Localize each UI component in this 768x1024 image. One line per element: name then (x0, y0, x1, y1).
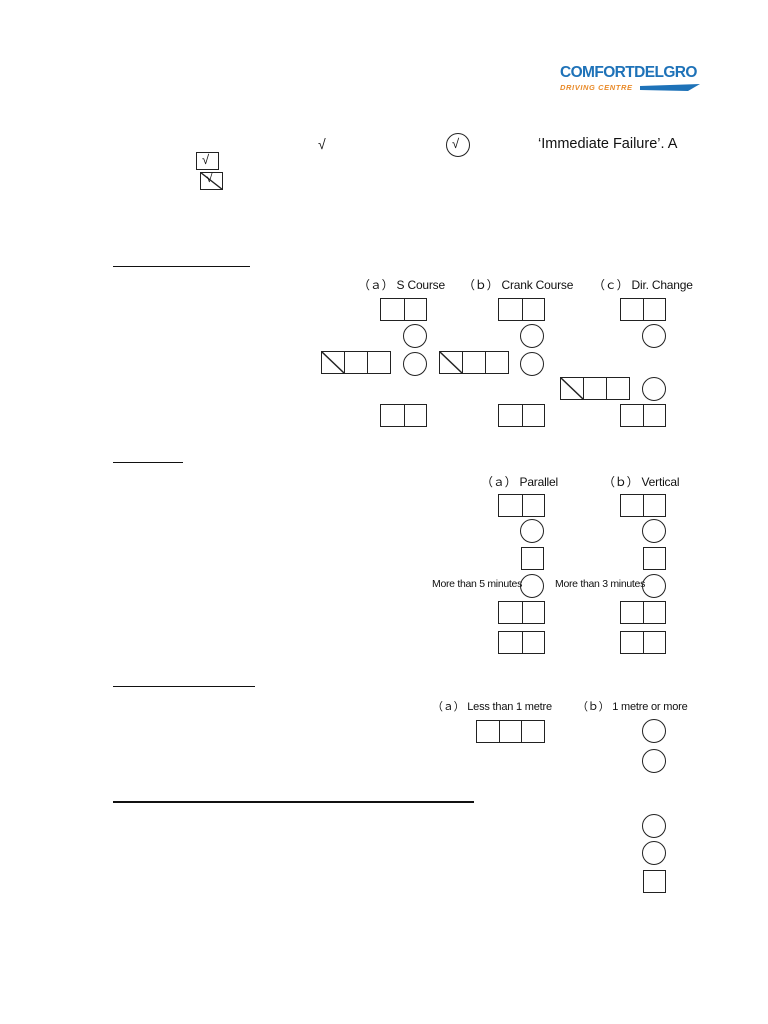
circled-tick-mark: √ (452, 136, 460, 151)
circled-tick-icon: √ (446, 133, 470, 157)
crank-course-triple-box[interactable] (439, 351, 509, 374)
header-crank-course: （ｂ） Crank Course (463, 278, 574, 292)
s-course-score-box[interactable] (380, 298, 427, 321)
section4-circle-2[interactable] (642, 841, 666, 865)
one-metre-or-more-circle-2[interactable] (642, 749, 666, 773)
cell (607, 378, 629, 399)
boxed-tick-mark: √ (202, 152, 210, 167)
crank-course-score-box[interactable] (498, 298, 545, 321)
dir-change-score-box-2[interactable] (620, 404, 666, 427)
crank-course-circle-2[interactable] (520, 352, 544, 376)
cell (486, 352, 508, 373)
parallel-score-box-3[interactable] (498, 631, 545, 654)
header-vertical: （ｂ） Vertical (603, 475, 680, 489)
cell (463, 352, 486, 373)
slashed-cell (561, 378, 584, 399)
vertical-circle[interactable] (642, 519, 666, 543)
cell (477, 721, 500, 742)
dir-change-triple-box[interactable] (560, 377, 630, 400)
vertical-score-box[interactable] (620, 494, 666, 517)
s-course-score-box-2[interactable] (380, 404, 427, 427)
tick-symbol: √ (318, 136, 326, 152)
header-dir-change: （ｃ） Dir. Change (593, 278, 693, 292)
parallel-score-box[interactable] (498, 494, 545, 517)
dir-change-circle[interactable] (642, 324, 666, 348)
header-s-course: （ａ） S Course (358, 278, 445, 292)
vertical-time-circle[interactable] (642, 574, 666, 598)
slashed-cell (322, 352, 345, 373)
section4-check-box[interactable] (643, 870, 666, 893)
vertical-check-box[interactable] (643, 547, 666, 570)
section3-heading-rule (113, 686, 255, 687)
dir-change-circle-2[interactable] (642, 377, 666, 401)
cell (584, 378, 607, 399)
boxed-slashed-tick-icon: √ (199, 171, 223, 190)
parallel-time-circle[interactable] (520, 574, 544, 598)
slash-mark-icon (322, 352, 344, 373)
s-course-circle-2[interactable] (403, 352, 427, 376)
note-more-than-5-minutes: More than 5 minutes (432, 578, 523, 590)
dir-change-score-box[interactable] (620, 298, 666, 321)
section4-circle-1[interactable] (642, 814, 666, 838)
logo-name: COMFORTDELGRO (560, 64, 697, 81)
logo-swoosh-icon (640, 84, 700, 91)
immediate-failure-text: ‘Immediate Failure’. A (538, 136, 678, 152)
one-metre-or-more-circle[interactable] (642, 719, 666, 743)
cell (522, 721, 544, 742)
header-1-metre-or-more: （ｂ） 1 metre or more (577, 701, 688, 713)
section4-heading-rule (113, 801, 474, 803)
s-course-circle[interactable] (403, 324, 427, 348)
cell (500, 721, 523, 742)
header-less-than-1-metre: （ａ） Less than 1 metre (432, 701, 552, 713)
header-parallel: （ａ） Parallel (481, 475, 558, 489)
section1-heading-rule (113, 266, 250, 267)
slash-mark-icon (199, 171, 223, 190)
slash-mark-icon (561, 378, 583, 399)
logo-subtitle: DRIVING CENTRE (560, 83, 633, 92)
slash-mark-icon (440, 352, 462, 373)
crank-course-score-box-2[interactable] (498, 404, 545, 427)
company-logo: COMFORTDELGRO DRIVING CENTRE (560, 64, 700, 98)
s-course-triple-box[interactable] (321, 351, 391, 374)
crank-course-circle[interactable] (520, 324, 544, 348)
less-than-1-metre-triple-box[interactable] (476, 720, 545, 743)
boxed-tick-icon: √ (196, 152, 219, 170)
section2-heading-rule (113, 462, 183, 463)
parallel-check-box[interactable] (521, 547, 544, 570)
cell (345, 352, 368, 373)
slashed-cell (440, 352, 463, 373)
boxed-slashed-tick-mark: √ (206, 171, 213, 185)
cell (368, 352, 390, 373)
vertical-score-box-3[interactable] (620, 631, 666, 654)
note-more-than-3-minutes: More than 3 minutes (555, 578, 646, 590)
parallel-score-box-2[interactable] (498, 601, 545, 624)
parallel-circle[interactable] (520, 519, 544, 543)
vertical-score-box-2[interactable] (620, 601, 666, 624)
